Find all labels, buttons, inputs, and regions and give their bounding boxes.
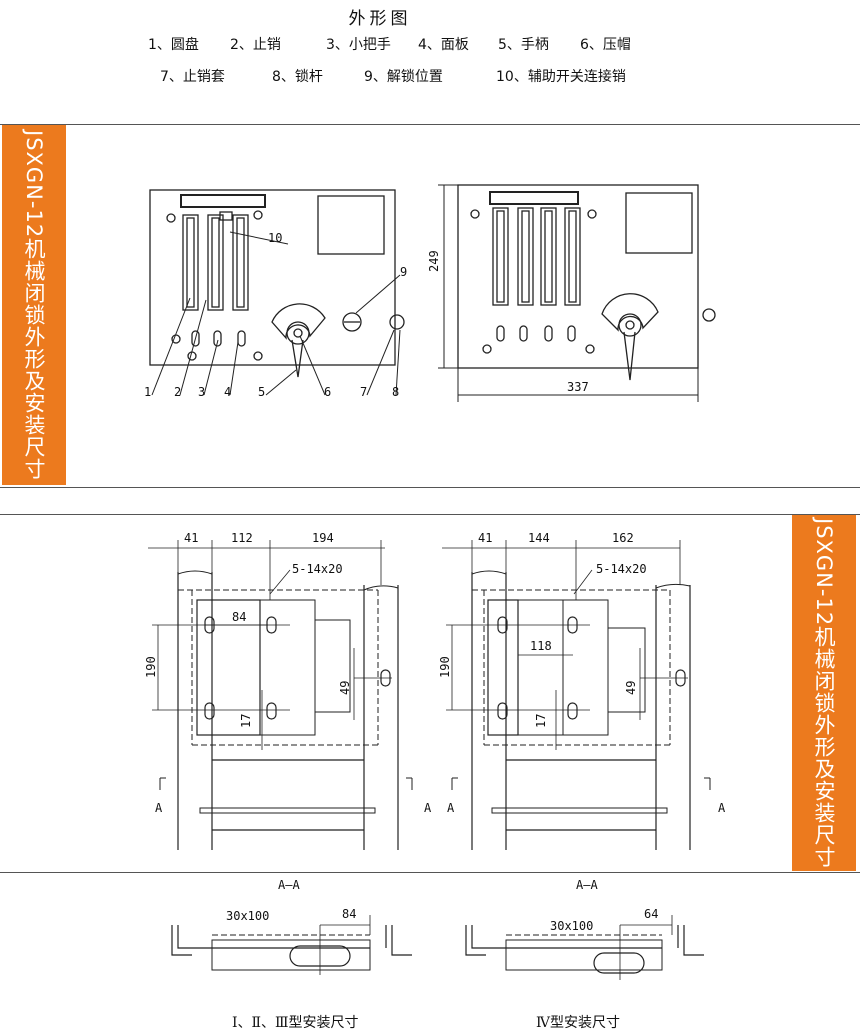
right-dim-190: 190: [438, 656, 452, 678]
legend-item: 8、锁杆: [272, 69, 323, 85]
handle: [291, 339, 304, 378]
right-section-mark-a: A: [447, 801, 455, 815]
left-section-mark-a: A: [155, 801, 163, 815]
right-section-dim: 64: [644, 907, 658, 921]
side-tab-left: JSXGN-12机械闭锁外形及安装尺寸: [2, 125, 66, 485]
right-section-label: A—A: [576, 878, 598, 892]
side-height-dim: 249: [427, 250, 441, 272]
cap-circle: [286, 321, 310, 345]
legend-item: 6、压帽: [580, 37, 631, 53]
section-left-drawing: [171, 915, 412, 975]
side-panel-outline: [457, 184, 699, 369]
caption-left: Ⅰ、Ⅱ、Ⅲ型安装尺寸: [232, 1015, 359, 1031]
right-slot-label: 5-14x20: [596, 562, 647, 576]
left-dim-112: 112: [231, 531, 253, 545]
side-dimension-lines: [438, 184, 699, 402]
callout-10: 10: [268, 231, 282, 245]
left-section-mark-a2: A: [424, 801, 432, 815]
callout-7: 7: [360, 385, 367, 399]
left-dim-41: 41: [184, 531, 198, 545]
panel-outline: [149, 189, 396, 366]
right-dim-41: 41: [478, 531, 492, 545]
callout-1: 1: [144, 385, 151, 399]
legend-item: 5、手柄: [498, 37, 549, 53]
left-dim-49: 49: [338, 681, 352, 695]
legend-item: 1、圆盘: [148, 37, 199, 53]
legend-item: 10、辅助开关连接销: [496, 69, 626, 85]
legend-item: 7、止销套: [160, 69, 225, 85]
side-tab-right: JSXGN-12机械闭锁外形及安装尺寸: [792, 515, 856, 871]
right-dim-162: 162: [612, 531, 634, 545]
right-dim-144: 144: [528, 531, 550, 545]
lock-bolt: [389, 314, 405, 330]
side-width-dim: 337: [567, 380, 589, 394]
legend-item: 2、止销: [230, 37, 281, 53]
slot-holes: [191, 330, 246, 347]
disc-sector: [271, 303, 326, 340]
outline-panel: [0, 124, 860, 488]
left-dim-17: 17: [239, 714, 253, 728]
install-left-frame: [148, 540, 413, 850]
unlock-position: [342, 312, 362, 332]
right-section-slot: 30x100: [550, 919, 593, 933]
callout-8: 8: [392, 385, 399, 399]
legend-row-1: 1、圆盘 2、止销 3、小把手 4、面板 5、手柄 6、压帽: [148, 34, 631, 54]
left-dim-84: 84: [232, 610, 246, 624]
left-section-label: A—A: [278, 878, 300, 892]
legend-row-2: 7、止销套 8、锁杆 9、解锁位置 10、辅助开关连接销: [160, 66, 626, 86]
legend-item: 4、面板: [418, 37, 469, 53]
section-right-drawing: [465, 915, 704, 980]
leader-lines: [151, 231, 401, 396]
rails: [182, 211, 249, 311]
page-title: 外形图: [348, 9, 412, 29]
right-dim-17: 17: [534, 714, 548, 728]
left-dim-190: 190: [144, 656, 158, 678]
caption-right: Ⅳ型安装尺寸: [536, 1015, 620, 1031]
small-holes: [166, 210, 263, 361]
callout-5: 5: [258, 385, 265, 399]
left-dim-194: 194: [312, 531, 334, 545]
installation-panel: [0, 514, 860, 873]
install-right-frame: [442, 540, 711, 850]
window-box: [317, 195, 385, 255]
legend-item: 9、解锁位置: [364, 69, 443, 85]
right-dim-118: 118: [530, 639, 552, 653]
callout-4: 4: [224, 385, 231, 399]
callout-2: 2: [174, 385, 181, 399]
callout-6: 6: [324, 385, 331, 399]
legend-item: 3、小把手: [326, 37, 391, 53]
callout-3: 3: [198, 385, 205, 399]
left-slot-label: 5-14x20: [292, 562, 343, 576]
left-section-slot: 30x100: [226, 909, 269, 923]
left-section-dim: 84: [342, 907, 356, 921]
top-bar: [180, 194, 266, 208]
right-dim-49: 49: [624, 681, 638, 695]
callout-9: 9: [400, 265, 407, 279]
right-section-mark-a2: A: [718, 801, 726, 815]
